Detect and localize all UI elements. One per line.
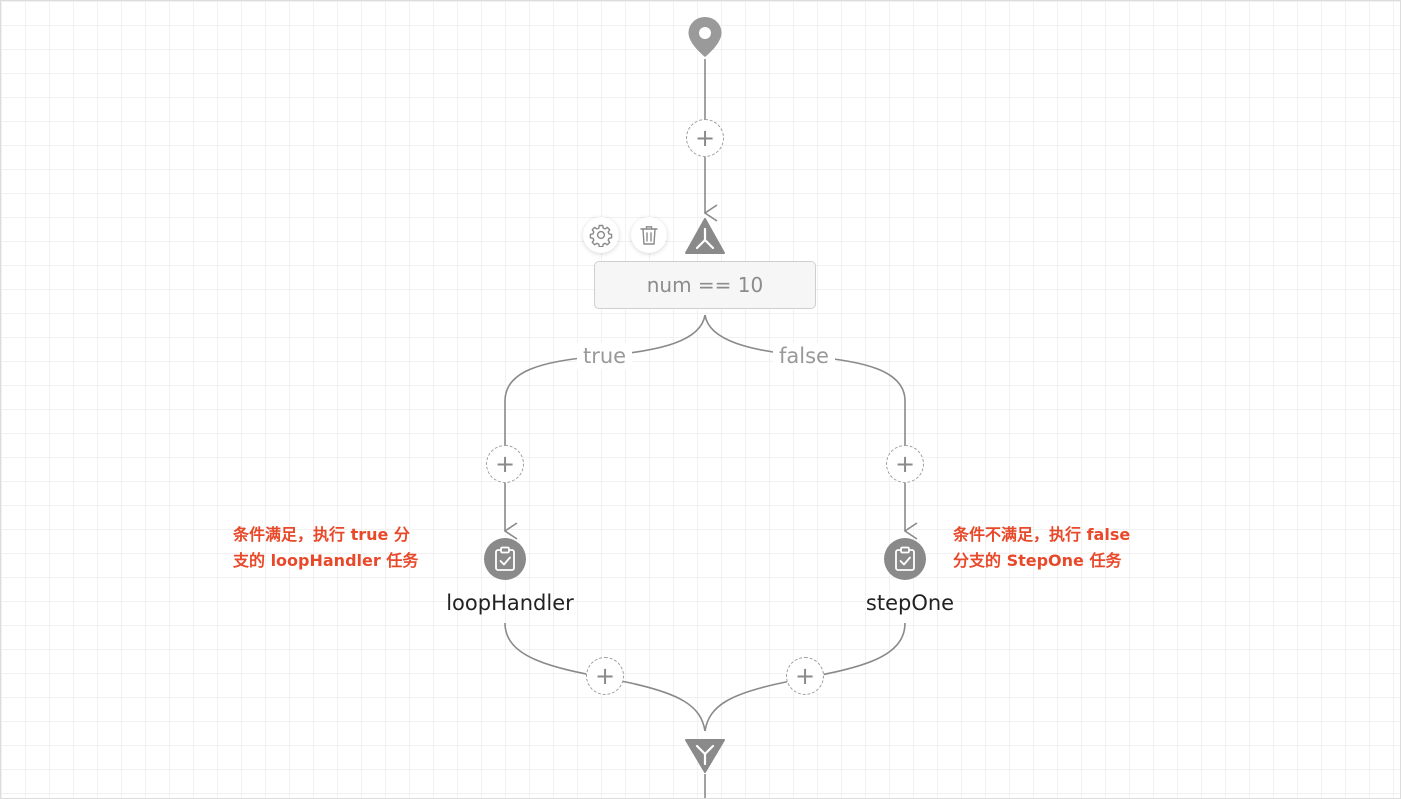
annotation-false-line2: 分支的 StepOne 任务 bbox=[953, 551, 1122, 570]
add-button-after-stepone[interactable]: + bbox=[786, 657, 824, 695]
merge-node[interactable] bbox=[684, 738, 726, 774]
task-label-stepone[interactable]: stepOne bbox=[865, 591, 955, 615]
start-node[interactable] bbox=[687, 16, 723, 58]
plus-icon: + bbox=[694, 124, 716, 152]
settings-button[interactable] bbox=[583, 217, 619, 253]
condition-node[interactable] bbox=[684, 217, 726, 255]
add-button-top[interactable]: + bbox=[686, 119, 724, 157]
edge-condition-to-true bbox=[504, 314, 706, 445]
plus-icon: + bbox=[794, 662, 816, 690]
annotation-true-line2: 支的 loopHandler 任务 bbox=[233, 551, 419, 570]
branch-split-icon bbox=[685, 218, 725, 254]
clipboard-check-icon bbox=[495, 546, 515, 571]
clipboard-check-icon bbox=[895, 546, 915, 571]
plus-icon: + bbox=[594, 662, 616, 690]
annotation-true-branch: 条件满足，执行 true 分 支的 loopHandler 任务 bbox=[233, 522, 418, 574]
add-button-after-loophandler[interactable]: + bbox=[586, 657, 624, 695]
annotation-true-line1: 条件满足，执行 true 分 bbox=[233, 525, 410, 544]
plus-icon: + bbox=[894, 450, 916, 478]
task-node-stepone[interactable] bbox=[884, 538, 926, 580]
task-node-loophandler[interactable] bbox=[484, 538, 526, 580]
false-branch-label: false bbox=[773, 343, 835, 369]
add-button-true-branch[interactable]: + bbox=[486, 445, 524, 483]
add-button-false-branch[interactable]: + bbox=[886, 445, 924, 483]
plus-icon: + bbox=[494, 450, 516, 478]
delete-button[interactable] bbox=[631, 217, 667, 253]
true-branch-label: true bbox=[577, 343, 633, 369]
task-label-loophandler[interactable]: loopHandler bbox=[446, 591, 574, 615]
gear-icon bbox=[589, 224, 613, 247]
branch-merge-icon bbox=[685, 739, 725, 773]
condition-expression[interactable]: num == 10 bbox=[594, 261, 816, 309]
condition-expression-text: num == 10 bbox=[646, 273, 764, 297]
annotation-false-branch: 条件不满足，执行 false 分支的 StepOne 任务 bbox=[953, 522, 1130, 574]
trash-icon bbox=[640, 226, 658, 245]
annotation-false-line1: 条件不满足，执行 false bbox=[953, 525, 1131, 544]
location-pin-icon bbox=[688, 17, 722, 57]
edge-condition-to-false bbox=[704, 314, 906, 445]
